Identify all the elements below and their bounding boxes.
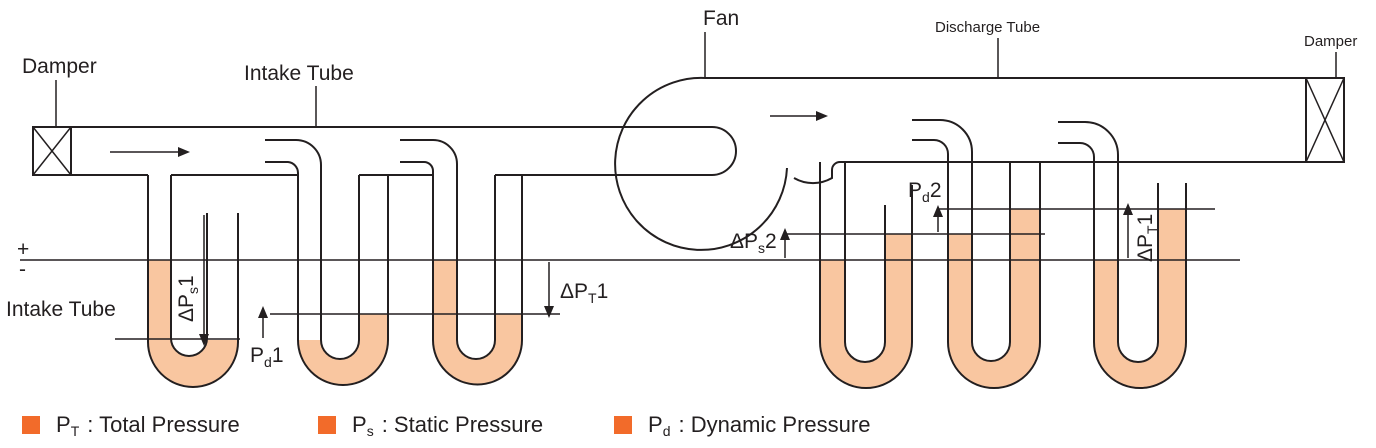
legend-swatch-static (318, 416, 336, 434)
pd2-label: Pd2 (908, 179, 942, 205)
legend-text-static: : Static Pressure (381, 412, 544, 437)
discharge-tube-label: Discharge Tube (935, 19, 1040, 36)
manometers (147, 162, 1187, 389)
delta-ps2-label: ΔPs2 (730, 230, 777, 256)
legend-symbol-static: Ps (352, 411, 374, 439)
manometer-6 (1093, 183, 1187, 389)
plus-sign: + (17, 238, 29, 261)
damper-right-label: Damper (1304, 33, 1357, 50)
legend-total-pressure: PT : Total Pressure (22, 410, 240, 440)
ducts (32, 76, 1345, 251)
legend-swatch-dynamic (614, 416, 632, 434)
damper-right-box (1305, 77, 1345, 163)
legend-dynamic-pressure: Pd : Dynamic Pressure (614, 410, 870, 440)
manometer-5 (947, 162, 1041, 389)
legend: PT : Total Pressure Ps : Static Pressure… (0, 405, 1376, 445)
manometer-3 (432, 175, 523, 386)
reference-lines (20, 203, 1240, 346)
fluid-m6 (1094, 209, 1186, 388)
manometer-1 (147, 175, 239, 388)
legend-swatch-total (22, 416, 40, 434)
legend-symbol-total: PT (56, 411, 80, 439)
delta-ps1-label: ΔPs1 (175, 275, 201, 322)
probes (265, 119, 1119, 342)
delta-pt1-label: ΔPT1 (560, 280, 608, 306)
manometer-2 (297, 175, 389, 386)
fluid-m3 (433, 260, 522, 385)
pd1-label: Pd1 (250, 344, 284, 370)
fluid-m4 (820, 234, 912, 388)
intake-tube-top-label: Intake Tube (244, 62, 354, 85)
manometer-4 (819, 162, 913, 389)
intake-tube-left-label: Intake Tube (6, 298, 116, 321)
fluid-m2 (298, 314, 388, 385)
minus-sign: - (19, 258, 26, 281)
damper-left-box (32, 126, 72, 176)
fan-label: Fan (703, 7, 739, 30)
legend-static-pressure: Ps : Static Pressure (318, 410, 543, 440)
legend-text-dynamic: : Dynamic Pressure (678, 412, 871, 437)
fan-housing (614, 76, 1306, 251)
damper-left-label: Damper (22, 55, 97, 78)
delta-pt1-right-label: ΔPT1 (1134, 214, 1160, 262)
legend-symbol-dynamic: Pd (648, 411, 671, 439)
legend-text-total: : Total Pressure (87, 412, 240, 437)
